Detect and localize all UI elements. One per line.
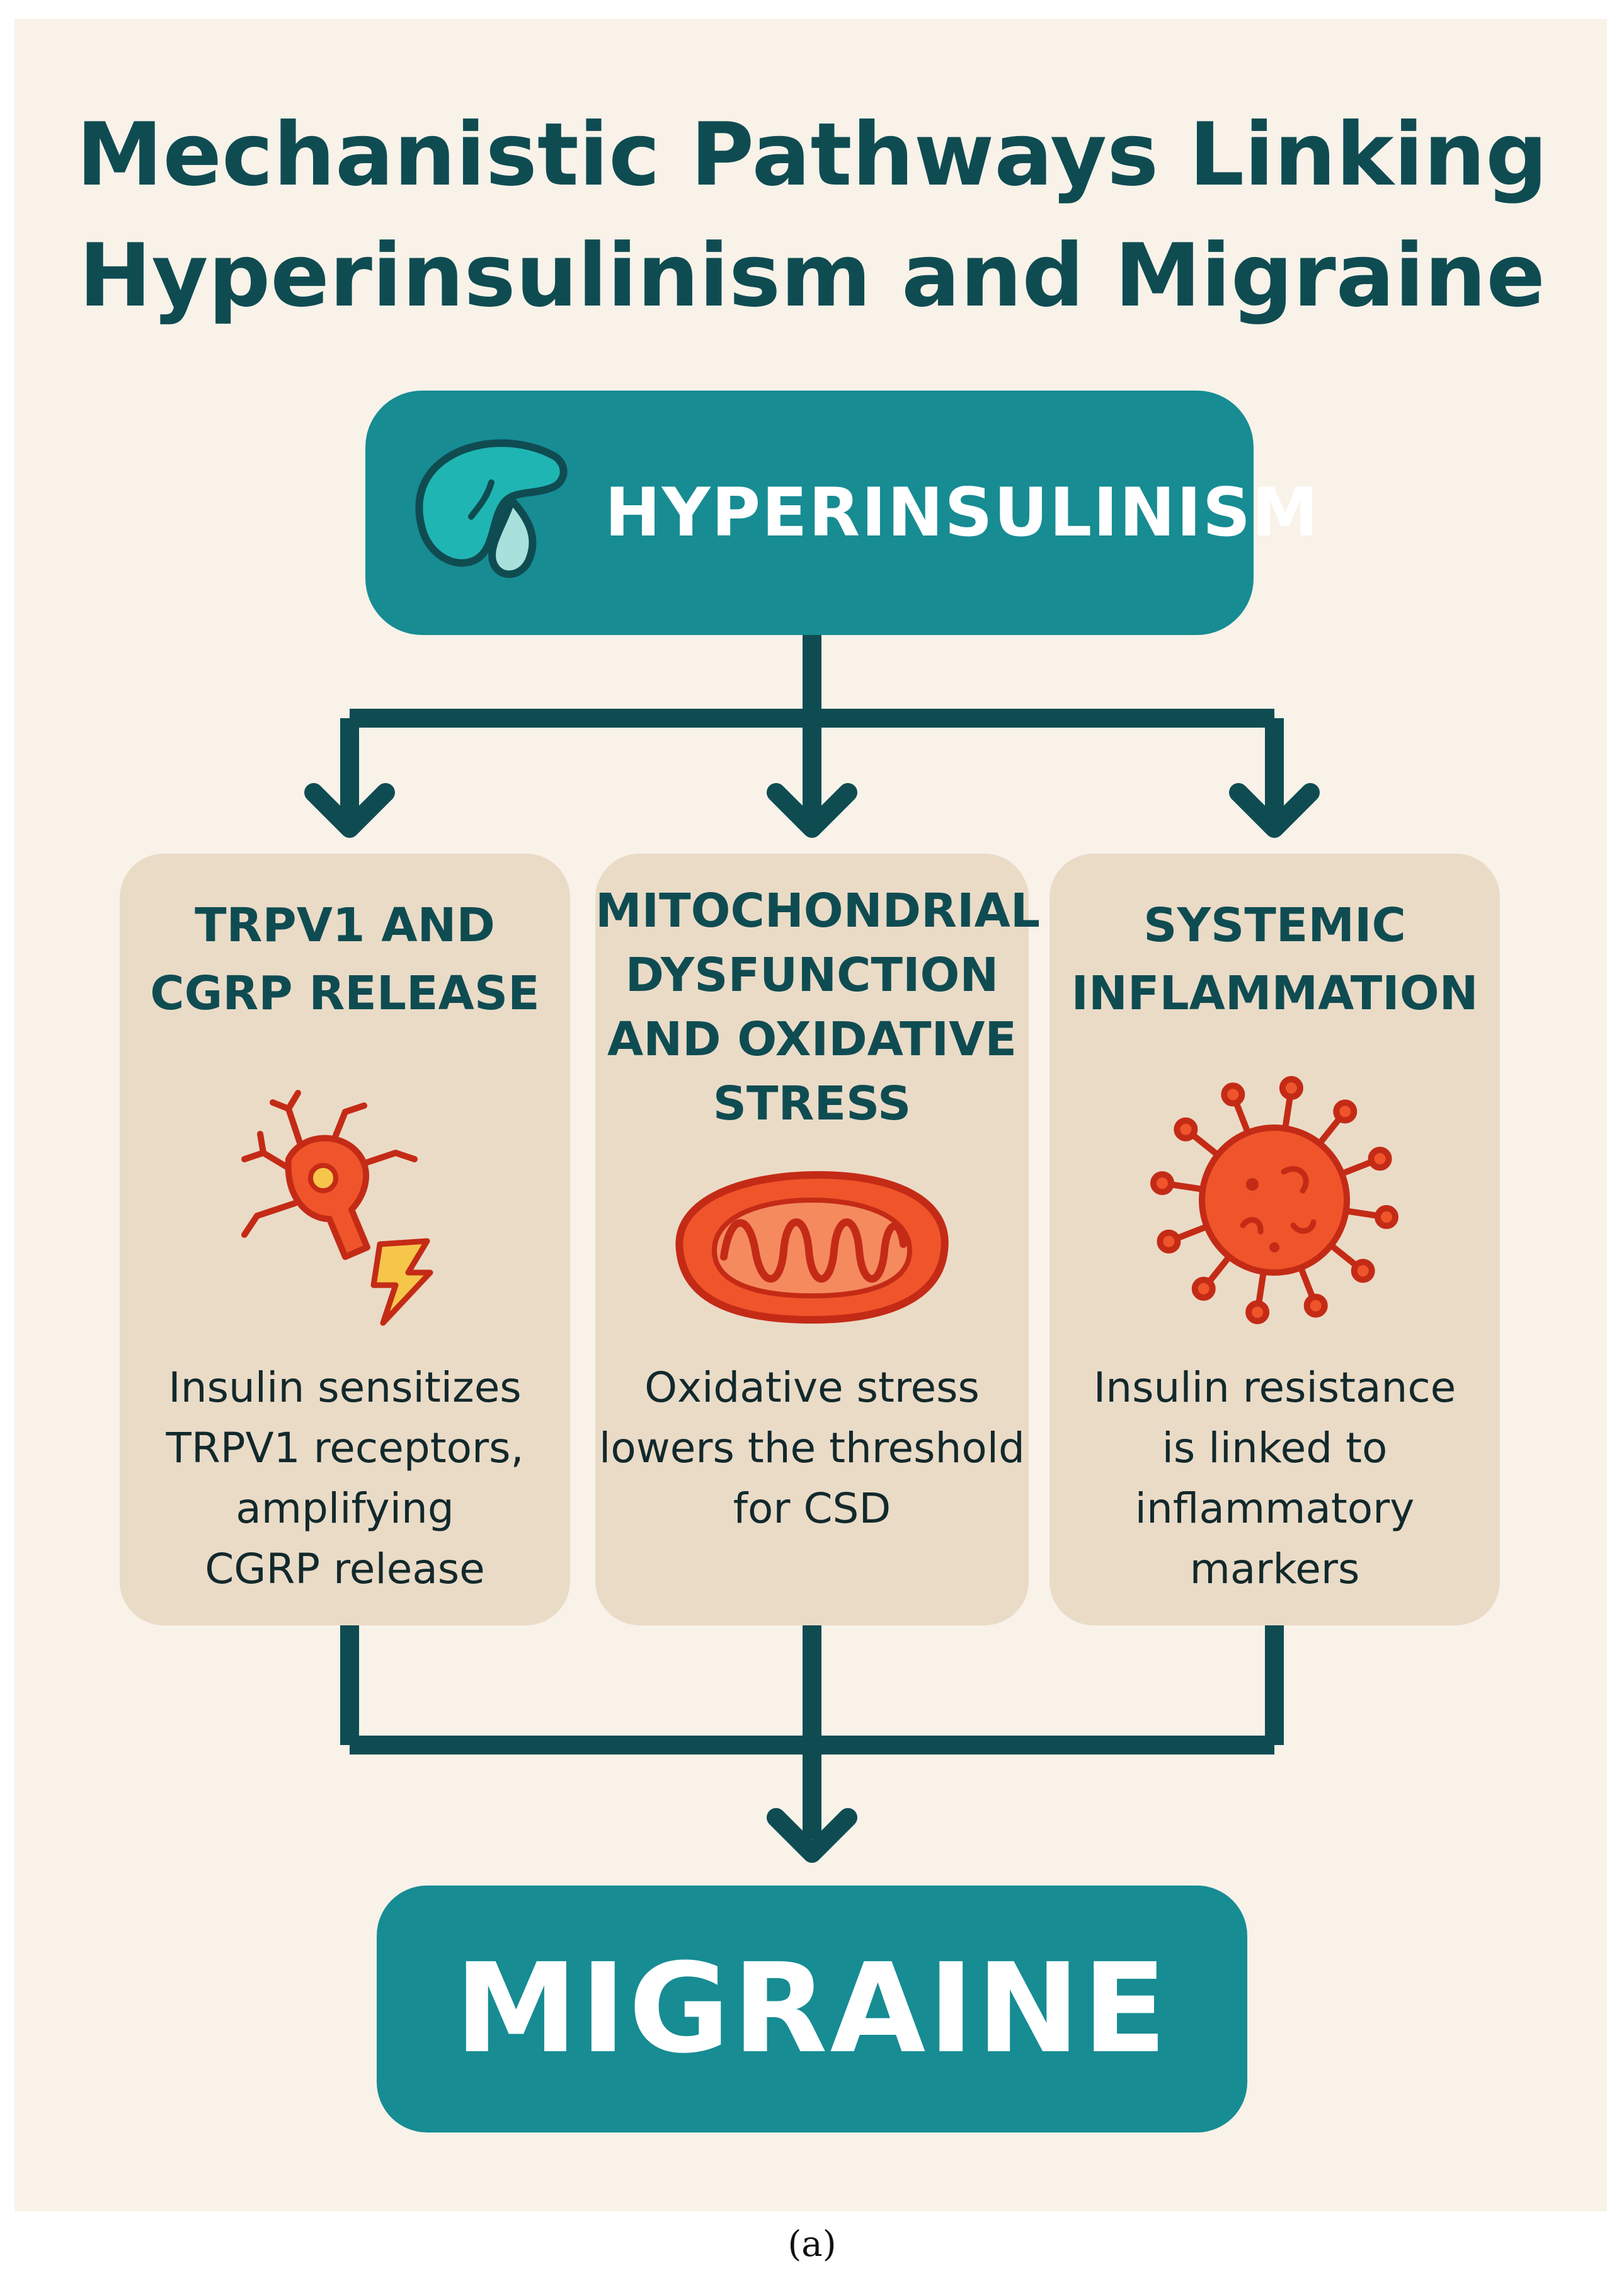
card-title: TRPV1 AND CGRP RELEASE: [120, 891, 570, 1027]
title-line-2: Hyperinsulinism and Migraine: [79, 225, 1545, 326]
figure-caption: (a): [787, 2224, 837, 2265]
card-title-line: AND OXIDATIVE: [607, 1012, 1017, 1067]
card-title-line: INFLAMMATION: [1071, 966, 1478, 1021]
card-title-line: STRESS: [712, 1077, 912, 1131]
card-title-line: MITOCHONDRIAL: [595, 884, 1040, 938]
card-description-line: is linked to: [1162, 1424, 1388, 1472]
arrowhead-left: [304, 783, 395, 838]
arrowhead-center: [767, 783, 857, 838]
card-description: Oxidative stress lowers the threshold fo…: [595, 1358, 1029, 1539]
card-description: Insulin sensitizes TRPV1 receptors, ampl…: [120, 1358, 570, 1600]
virus-icon: [1150, 1076, 1398, 1324]
diagram-title: Mechanistic Pathways Linking Hyperinsuli…: [0, 94, 1624, 336]
mitochondrion-icon: [675, 1170, 949, 1324]
card-description-line: Oxidative stress: [644, 1363, 980, 1412]
pancreas-icon: [415, 439, 568, 578]
card-title-line: TRPV1 AND: [195, 898, 495, 953]
arrowhead-bottom: [767, 1808, 857, 1863]
pathway-card-trpv1: TRPV1 AND CGRP RELEASE Insulin sensitize…: [120, 854, 570, 1625]
hyperinsulinism-node: HYPERINSULINISM: [365, 391, 1320, 635]
card-title: SYSTEMIC INFLAMMATION: [1049, 891, 1500, 1027]
card-description: Insulin resistance is linked to inflamma…: [1049, 1358, 1500, 1600]
card-description-line: markers: [1189, 1545, 1360, 1593]
card-description-line: inflammatory: [1135, 1484, 1415, 1533]
card-title-line: SYSTEMIC: [1143, 898, 1406, 953]
card-description-line: CGRP release: [205, 1545, 485, 1593]
card-title: MITOCHONDRIAL DYSFUNCTION AND OXIDATIVE …: [595, 879, 1040, 1136]
migraine-node: MIGRAINE: [377, 1886, 1247, 2132]
card-description-line: amplifying: [236, 1484, 454, 1533]
arrowhead-right: [1229, 783, 1320, 838]
card-title-line: CGRP RELEASE: [150, 966, 540, 1021]
pathway-card-inflammation: SYSTEMIC INFLAMMATION Insulin resistance…: [1049, 854, 1500, 1625]
hyperinsulinism-label: HYPERINSULINISM: [605, 474, 1320, 551]
neuron-lightning-icon: [241, 1090, 433, 1326]
pathway-card-mitochondrial: MITOCHONDRIAL DYSFUNCTION AND OXIDATIVE …: [595, 854, 1040, 1625]
title-line-1: Mechanistic Pathways Linking: [76, 104, 1548, 205]
card-title-line: DYSFUNCTION: [625, 948, 999, 1002]
migraine-label: MIGRAINE: [454, 1937, 1170, 2081]
card-description-line: lowers the threshold: [599, 1424, 1025, 1472]
card-description-line: Insulin sensitizes: [168, 1363, 522, 1412]
card-description-line: for CSD: [733, 1484, 891, 1533]
card-description-line: TRPV1 receptors,: [166, 1424, 524, 1472]
card-description-line: Insulin resistance: [1093, 1363, 1456, 1412]
